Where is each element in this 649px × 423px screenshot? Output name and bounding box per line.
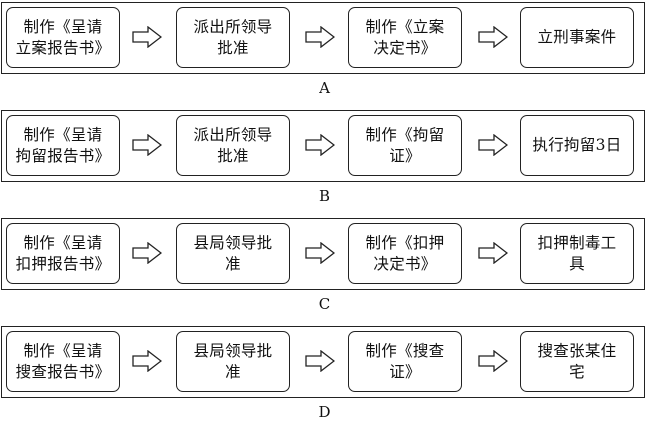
step-c-4-text: 扣押制毒工 具 [537,233,617,273]
step-c-4: 扣押制毒工 具 [520,223,634,284]
panel-label-a: A [319,79,330,97]
step-c-3: 制作《扣押 决定书》 [348,223,462,284]
step-d-1-text: 制作《呈请 搜查报告书》 [15,341,111,381]
step-a-2: 派出所领导 批准 [176,7,290,68]
step-a-3: 制作《立案 决定书》 [348,7,462,68]
panel-label-c: C [318,295,331,313]
right-arrow-icon [478,242,508,264]
right-arrow-icon [305,26,335,48]
flow-panel-d: 制作《呈请 搜查报告书》 县局领导批 准 制作《搜查 证》 搜查张某住 宅 [1,326,645,398]
step-d-4: 搜查张某住 宅 [520,331,634,392]
step-d-2: 县局领导批 准 [176,331,290,392]
right-arrow-icon [305,242,335,264]
panel-label-d: D [318,403,331,421]
step-d-1: 制作《呈请 搜查报告书》 [6,331,120,392]
right-arrow-icon [132,242,162,264]
step-b-3: 制作《拘留 证》 [348,115,462,176]
step-a-1: 制作《呈请 立案报告书》 [6,7,120,68]
flow-panel-a: 制作《呈请 立案报告书》 派出所领导 批准 制作《立案 决定书》 立刑事案件 [1,2,645,74]
flow-panel-c: 制作《呈请 扣押报告书》 县局领导批 准 制作《扣押 决定书》 扣押制毒工 具 [1,218,645,290]
step-b-4: 执行拘留3日 [520,115,634,176]
step-b-2-text: 派出所领导 批准 [193,125,273,165]
step-b-3-text: 制作《拘留 证》 [365,125,445,165]
step-c-1: 制作《呈请 扣押报告书》 [6,223,120,284]
right-arrow-icon [478,134,508,156]
step-b-1-text: 制作《呈请 拘留报告书》 [15,125,111,165]
step-a-1-text: 制作《呈请 立案报告书》 [15,17,111,57]
step-c-2-text: 县局领导批 准 [193,233,273,273]
right-arrow-icon [305,350,335,372]
step-a-4-text: 立刑事案件 [537,28,617,46]
step-d-3: 制作《搜查 证》 [348,331,462,392]
right-arrow-icon [478,350,508,372]
right-arrow-icon [132,26,162,48]
right-arrow-icon [132,134,162,156]
step-b-4-text: 执行拘留3日 [532,136,622,154]
step-a-3-text: 制作《立案 决定书》 [365,17,445,57]
step-d-4-text: 搜查张某住 宅 [537,341,617,381]
step-b-2: 派出所领导 批准 [176,115,290,176]
step-c-3-text: 制作《扣押 决定书》 [365,233,445,273]
step-b-1: 制作《呈请 拘留报告书》 [6,115,120,176]
step-a-4: 立刑事案件 [520,7,634,68]
right-arrow-icon [132,350,162,372]
flow-panel-b: 制作《呈请 拘留报告书》 派出所领导 批准 制作《拘留 证》 执行拘留3日 [1,110,645,182]
step-a-2-text: 派出所领导 批准 [193,17,273,57]
panel-label-b: B [318,187,331,205]
step-c-1-text: 制作《呈请 扣押报告书》 [15,233,111,273]
step-d-3-text: 制作《搜查 证》 [365,341,445,381]
step-d-2-text: 县局领导批 准 [193,341,273,381]
right-arrow-icon [478,26,508,48]
right-arrow-icon [305,134,335,156]
step-c-2: 县局领导批 准 [176,223,290,284]
